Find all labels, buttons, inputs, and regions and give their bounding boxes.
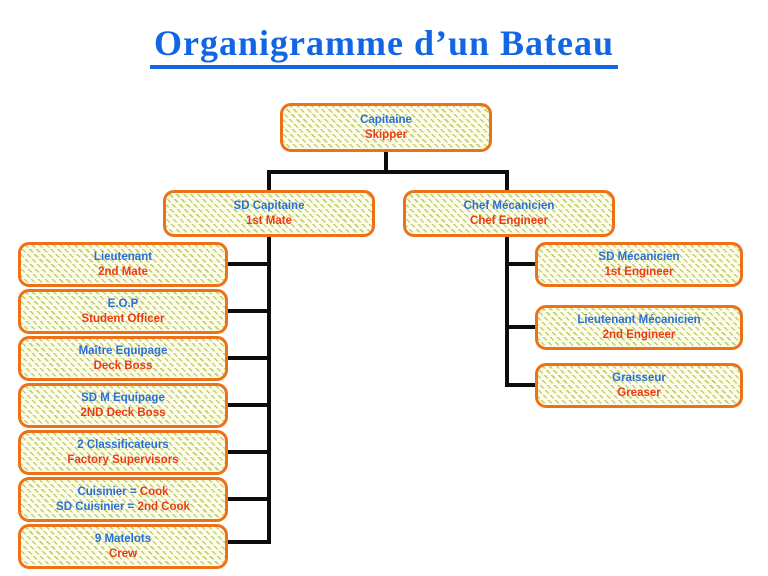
- node-line-en: Deck Boss: [94, 359, 153, 374]
- node-text-red: Cook: [139, 485, 169, 498]
- node-text-red: Skipper: [364, 128, 408, 141]
- node-lieutenant: Lieutenant 2nd Mate: [18, 242, 228, 287]
- node-text-red: Chef Engineer: [470, 214, 548, 227]
- node-sd-mecanicien: SD Mécanicien 1st Engineer: [535, 242, 743, 287]
- node-text-blue: 9 Matelots: [94, 532, 152, 545]
- node-text-blue: SD Capitaine: [233, 199, 305, 212]
- connector-stub-sd-m-equipage: [228, 403, 271, 407]
- connector-stub-maitre-equipage: [228, 356, 271, 360]
- page-title: Organigramme d’un Bateau: [150, 22, 618, 69]
- node-text-blue: Lieutenant Mécanicien: [577, 313, 701, 326]
- node-text-red: Deck Boss: [93, 359, 153, 372]
- node-line-en: Skipper: [365, 128, 407, 143]
- node-text-blue: Lieutenant: [93, 250, 153, 263]
- node-line-en: Factory Supervisors: [67, 453, 178, 468]
- connector-stub-cuisinier: [228, 497, 271, 501]
- connector-stub-matelots: [228, 540, 271, 544]
- node-line-fr: 9 Matelots: [95, 532, 151, 547]
- node-text-blue: Capitaine: [360, 113, 412, 126]
- node-text-red: Crew: [108, 547, 138, 560]
- node-sd-capitaine: SD Capitaine 1st Mate: [163, 190, 375, 237]
- connector-root-down: [384, 152, 388, 172]
- node-text-blue: SD Cuisinier =: [56, 500, 135, 513]
- node-text-red: 1st Mate: [245, 214, 293, 227]
- node-line-en: Greaser: [617, 386, 660, 401]
- node-line-fr: Cuisinier = Cook: [77, 485, 168, 500]
- node-text-blue: SD M Equipage: [81, 391, 165, 404]
- node-line-fr: Lieutenant: [94, 250, 152, 265]
- node-lieutenant-mecanicien: Lieutenant Mécanicien 2nd Engineer: [535, 305, 743, 350]
- node-line-en: Chef Engineer: [470, 214, 548, 229]
- node-line-fr: Graisseur: [612, 371, 666, 386]
- node-text-blue: Graisseur: [612, 371, 666, 384]
- connector-stub-eop: [228, 309, 271, 313]
- connector-stub-graisseur: [505, 383, 535, 387]
- node-line-en: 2ND Deck Boss: [80, 406, 165, 421]
- connector-stub-classificateurs: [228, 450, 271, 454]
- connector-right-head-down: [505, 170, 509, 190]
- node-line-en: Crew: [109, 547, 137, 562]
- node-eop: E.O.P Student Officer: [18, 289, 228, 334]
- node-line-fr: Maître Equipage: [79, 344, 168, 359]
- node-text-blue: Cuisinier =: [77, 485, 137, 498]
- node-text-red: 1st Engineer: [604, 265, 674, 278]
- node-text-blue: Chef Mécanicien: [463, 199, 555, 212]
- node-capitaine: Capitaine Skipper: [280, 103, 492, 152]
- node-text-red: 2nd Cook: [137, 500, 190, 513]
- node-line-en: 1st Mate: [246, 214, 292, 229]
- node-sd-m-equipage: SD M Equipage 2ND Deck Boss: [18, 383, 228, 428]
- node-line-fr: SD Capitaine: [234, 199, 305, 214]
- connector-stub-lieutenant-mecanicien: [505, 325, 535, 329]
- connector-stub-lieutenant: [228, 262, 271, 266]
- node-text-blue: E.O.P: [107, 297, 139, 310]
- node-maitre-equipage: Maître Equipage Deck Boss: [18, 336, 228, 381]
- node-text-blue: 2 Classificateurs: [77, 438, 169, 451]
- node-line-fr: SD Mécanicien: [598, 250, 679, 265]
- node-text-blue: SD Mécanicien: [598, 250, 680, 263]
- node-line-fr: Capitaine: [360, 113, 412, 128]
- node-line-en: 1st Engineer: [604, 265, 673, 280]
- connector-right-trunk: [505, 237, 509, 387]
- connector-top-horizontal: [267, 170, 509, 174]
- node-graisseur: Graisseur Greaser: [535, 363, 743, 408]
- node-text-red: 2nd Engineer: [602, 328, 676, 341]
- node-text-red: 2nd Mate: [98, 265, 148, 278]
- node-line-en: Student Officer: [81, 312, 164, 327]
- node-matelots: 9 Matelots Crew: [18, 524, 228, 569]
- node-text-red: Factory Supervisors: [67, 453, 179, 466]
- node-text-blue: Maître Equipage: [78, 344, 168, 357]
- connector-left-trunk: [267, 237, 271, 544]
- title-row: Organigramme d’un Bateau: [0, 22, 768, 69]
- node-line-fr: E.O.P: [108, 297, 139, 312]
- node-line-fr: SD M Equipage: [81, 391, 165, 406]
- node-classificateurs: 2 Classificateurs Factory Supervisors: [18, 430, 228, 475]
- node-line-en: SD Cuisinier = 2nd Cook: [56, 500, 190, 515]
- node-text-red: Greaser: [617, 386, 661, 399]
- node-line-fr: Chef Mécanicien: [464, 199, 555, 214]
- node-line-fr: 2 Classificateurs: [77, 438, 168, 453]
- node-text-red: Student Officer: [81, 312, 165, 325]
- node-text-red: 2ND Deck Boss: [80, 406, 166, 419]
- connector-stub-sd-mecanicien: [505, 262, 535, 266]
- node-line-en: 2nd Mate: [98, 265, 148, 280]
- node-chef-mecanicien: Chef Mécanicien Chef Engineer: [403, 190, 615, 237]
- node-line-fr: Lieutenant Mécanicien: [577, 313, 700, 328]
- node-line-en: 2nd Engineer: [603, 328, 676, 343]
- connector-left-head-down: [267, 170, 271, 190]
- node-cuisinier: Cuisinier = Cook SD Cuisinier = 2nd Cook: [18, 477, 228, 522]
